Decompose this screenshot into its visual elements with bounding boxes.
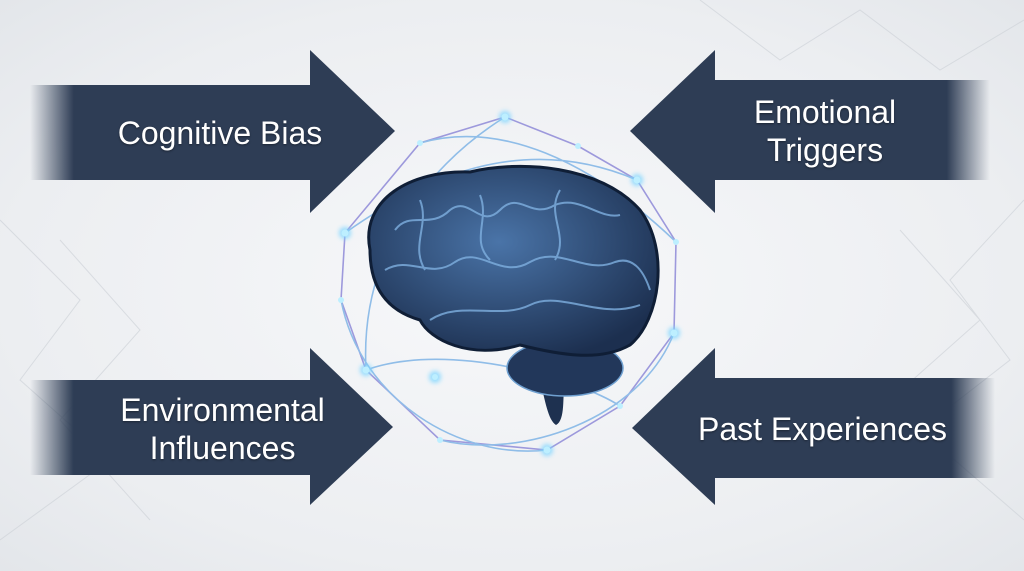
label-line: Influences (149, 430, 296, 466)
label-line: Emotional (753, 94, 897, 130)
background-mesh (0, 0, 1024, 541)
network-nodes (338, 111, 680, 456)
label-cognitive-bias: Cognitive Bias (117, 115, 323, 151)
arrow-cognitive-bias (30, 50, 395, 213)
arrow-emotional-triggers (630, 50, 990, 213)
label-line: Environmental (120, 392, 325, 428)
label-environmental-influences: Environmental Influences (85, 391, 360, 467)
arrow-past-experiences (632, 348, 995, 505)
brain-illustration (367, 164, 660, 425)
label-past-experiences: Past Experiences (697, 411, 947, 447)
arrow-environmental-influences (30, 348, 393, 505)
label-line: Triggers (766, 132, 884, 168)
label-emotional-triggers: Emotional Triggers (700, 93, 950, 169)
